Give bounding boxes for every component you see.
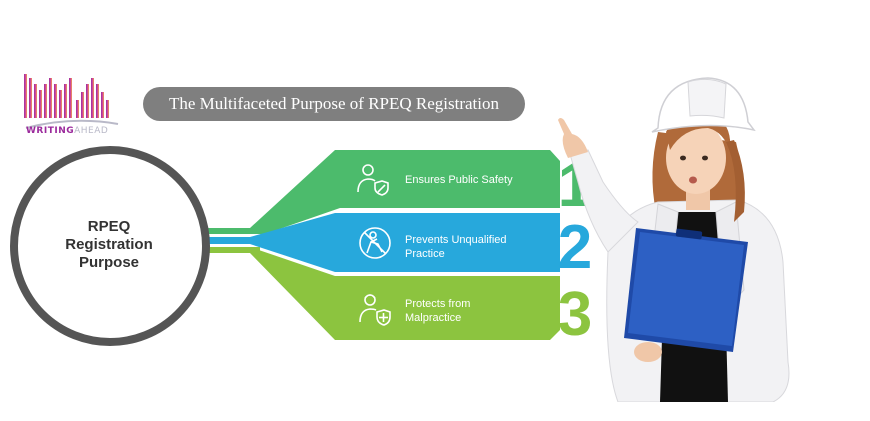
person-shield-icon <box>357 164 389 196</box>
no-unqualified-icon <box>359 227 391 259</box>
page-title: The Multifaceted Purpose of RPEQ Registr… <box>143 87 525 121</box>
band-public-safety <box>250 150 560 234</box>
logo-wordmark: WRITINGAHEAD <box>26 126 109 136</box>
center-label: RPEQ Registration Purpose <box>65 218 153 271</box>
item-label-malpractice: Protects from Malpractice <box>405 298 471 324</box>
connector-green <box>200 228 260 234</box>
item-label-unqualified-practice: Prevents Unqualified Practice <box>405 234 507 260</box>
connector-blue <box>200 237 260 244</box>
number-three: 3 <box>558 280 592 349</box>
engineer-illustration <box>558 77 790 402</box>
band-malpractice <box>250 247 560 340</box>
item-label-public-safety: Ensures Public Safety <box>405 174 513 186</box>
person-medical-icon <box>359 294 391 326</box>
band-unqualified-practice <box>250 213 560 272</box>
center-ring <box>10 146 210 346</box>
connector-lime <box>200 247 260 253</box>
writing-ahead-logo <box>24 74 119 129</box>
number-two: 2 <box>558 213 592 282</box>
